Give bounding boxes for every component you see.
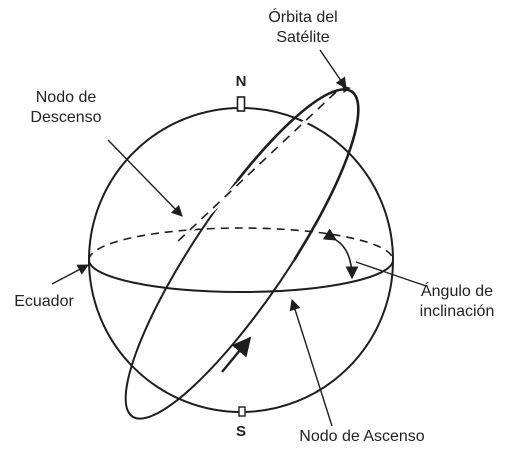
inclination-angle-label: Ángulo de inclinación bbox=[404, 282, 510, 322]
orbit-hidden-mask bbox=[176, 94, 335, 244]
orbit-direction-arrow bbox=[221, 336, 252, 373]
orbit-hidden-redraw bbox=[175, 91, 337, 244]
leader-angle bbox=[355, 261, 427, 287]
orbit-label-line1: Órbita del bbox=[268, 9, 338, 26]
leader-orbit bbox=[319, 49, 347, 89]
equator-label: Ecuador bbox=[14, 293, 74, 310]
orbit-label: Órbita del Satélite bbox=[248, 8, 358, 48]
leader-ascending-node bbox=[289, 298, 333, 427]
descending-node-label-line2: Descenso bbox=[30, 109, 102, 126]
inclination-angle-arc bbox=[322, 228, 359, 280]
satellite-orbit bbox=[124, 88, 360, 420]
orbit-top-arrow bbox=[337, 85, 351, 94]
orbit-label-line2: Satélite bbox=[276, 29, 330, 46]
orbit-ellipse-lower bbox=[124, 88, 360, 420]
orbit-ellipse-front bbox=[124, 88, 360, 419]
north-pole-marker bbox=[236, 96, 246, 112]
equator-back-dashed bbox=[88, 227, 394, 261]
inclination-angle-label-line1: Ángulo de bbox=[420, 283, 494, 300]
ascending-node-label: Nodo de Ascenso bbox=[299, 428, 425, 445]
descending-node-label: Nodo de Descenso bbox=[6, 88, 126, 128]
inclination-angle-label-line2: inclinación bbox=[419, 303, 495, 320]
descending-node-label-line1: Nodo de bbox=[35, 89, 97, 106]
equator-front bbox=[88, 259, 394, 293]
leader-equator bbox=[51, 264, 89, 285]
south-label: S bbox=[235, 423, 246, 440]
leader-descending-node bbox=[107, 139, 183, 217]
south-pole-marker bbox=[238, 406, 246, 417]
north-label: N bbox=[235, 73, 247, 90]
